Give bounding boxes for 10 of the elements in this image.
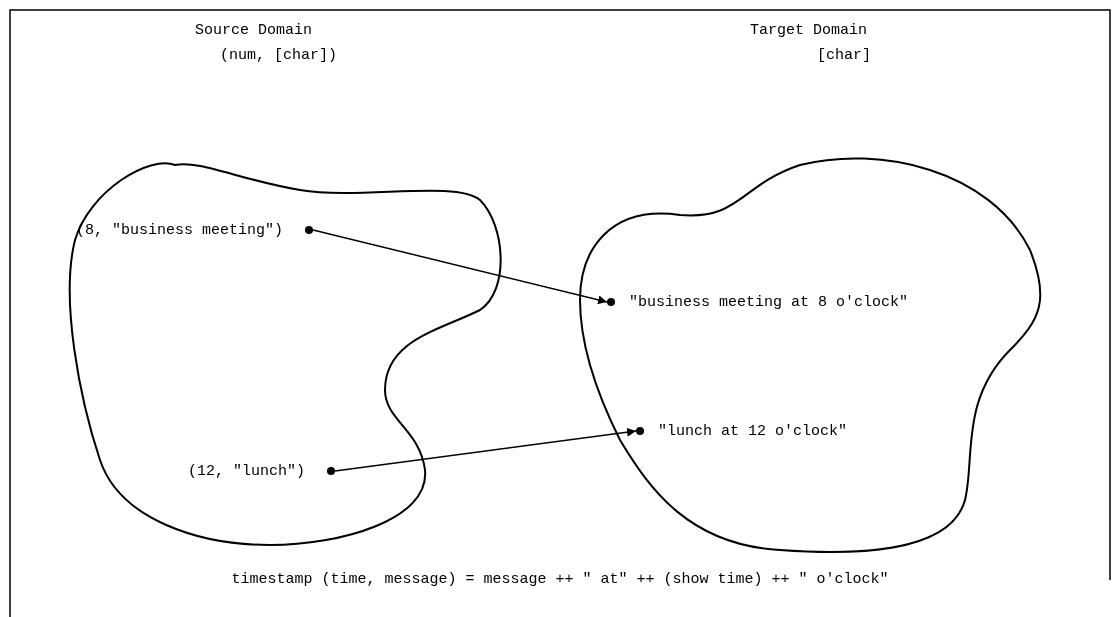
element-label: "business meeting at 8 o'clock" <box>629 293 909 311</box>
domain-heading: Source Domain <box>195 22 313 39</box>
element-label: (12, "lunch") <box>188 462 306 480</box>
caption: timestamp (time, message) = message ++ " at" ++ (show time) ++ " o'clock" <box>231 571 889 588</box>
arrow <box>312 229 608 305</box>
element-label: "lunch at 12 o'clock" <box>658 422 848 440</box>
type-label: (num, [char]) <box>220 47 338 64</box>
domain-heading: Target Domain <box>750 22 868 39</box>
arrow <box>334 427 637 472</box>
type-label: [char] <box>817 47 871 64</box>
